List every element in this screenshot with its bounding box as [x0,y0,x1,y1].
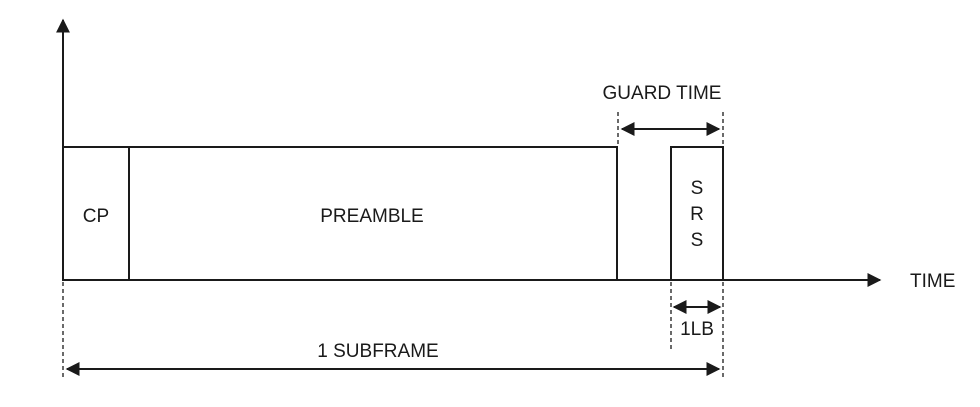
preamble-label: PREAMBLE [320,206,423,227]
subframe-label: 1 SUBFRAME [317,341,438,362]
srs-label-s1: S [691,178,704,199]
srs-label-r: R [690,204,704,225]
srs-label-s2: S [691,230,704,251]
srs-block [670,146,724,281]
guard-time-label: GUARD TIME [603,83,722,104]
preamble-block [128,146,618,281]
time-axis-label: TIME [910,271,955,292]
cp-label: CP [83,206,109,227]
lb-label: 1LB [680,319,714,340]
